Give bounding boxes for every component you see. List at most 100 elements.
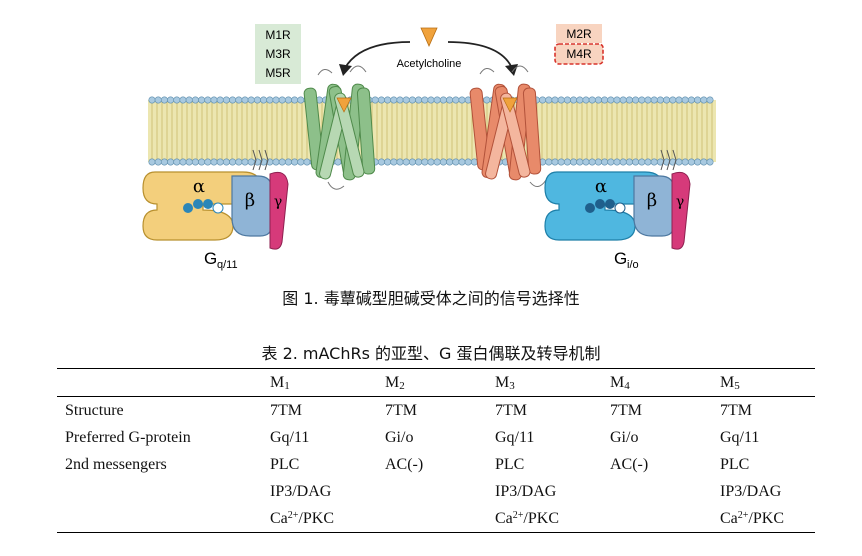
lipid-head [260, 96, 268, 104]
lipid-head [396, 96, 404, 104]
lipid-head [297, 158, 305, 166]
table-cell: Ca2+/PKC [720, 509, 784, 527]
table-cell [385, 478, 495, 505]
lipid-head [408, 96, 416, 104]
right-g-protein: α β γ G i/o [544, 149, 691, 271]
lipid-head [272, 158, 280, 166]
lipid-head [247, 96, 255, 104]
lipid-head [402, 158, 410, 166]
figure-caption: 图 1. 毒蕈碱型胆碱受体之间的信号选择性 [282, 289, 580, 308]
lipid-head [291, 96, 299, 104]
lipid-head [297, 96, 305, 104]
lipid-head [148, 158, 156, 166]
row-label: Structure [65, 401, 124, 419]
lipid-head [390, 158, 398, 166]
table-cell: IP3/DAG [495, 482, 557, 500]
lipid-head [694, 96, 702, 104]
lipid-head [427, 158, 435, 166]
left-g-protein: α β γ G q/11 [142, 149, 289, 271]
lipid-head [644, 96, 652, 104]
cell-membrane [148, 96, 716, 166]
gdp-node [614, 202, 626, 214]
table-cell: IP3/DAG [720, 482, 782, 500]
lipid-head [179, 96, 187, 104]
gamma-subunit-label: γ [274, 194, 282, 210]
lipid-head [545, 158, 553, 166]
lipid-head [563, 96, 571, 104]
lipid-head [402, 96, 410, 104]
lipid-head [650, 158, 658, 166]
lipid-head [656, 96, 664, 104]
lipid-head [408, 158, 416, 166]
lipid-head [638, 158, 646, 166]
lipid-head [185, 96, 193, 104]
lipid-head [458, 158, 466, 166]
table-row: Preferred G-protein Gq/11 Gi/o Gq/11 Gi/… [57, 424, 815, 451]
lipid-head [687, 158, 695, 166]
lipid-head [433, 158, 441, 166]
lipid-head [613, 96, 621, 104]
lipid-head [167, 96, 175, 104]
gdp-node [183, 203, 193, 213]
row-label [57, 505, 270, 533]
lipid-head [594, 96, 602, 104]
lipid-head [464, 158, 472, 166]
row-label: Preferred G-protein [65, 428, 191, 446]
lipid-head [167, 158, 175, 166]
lipid-head [291, 158, 299, 166]
lipid-head [663, 96, 671, 104]
lipid-head [154, 158, 162, 166]
lipid-head [266, 96, 274, 104]
lipid-head [235, 96, 243, 104]
lipid-head [384, 96, 392, 104]
lipid-head [675, 158, 683, 166]
lipid-head [439, 158, 447, 166]
lipid-head [390, 96, 398, 104]
lipid-head [625, 96, 633, 104]
lipid-head [638, 96, 646, 104]
lipid-head [204, 96, 212, 104]
lipid-head [433, 96, 441, 104]
lipid-head [681, 158, 689, 166]
lipid-head [706, 96, 714, 104]
lipid-head [284, 158, 292, 166]
lipid-head [576, 96, 584, 104]
table-cell: Ca2+/PKC [270, 509, 334, 527]
alpha-subunit-label: α [595, 176, 607, 197]
beta-subunit-label: β [245, 190, 255, 211]
header-cell-empty [57, 369, 270, 397]
table-cell: 7TM [270, 401, 302, 419]
lipid-head [601, 158, 609, 166]
ligand-label: Acetylcholine [397, 58, 462, 70]
lipid-head [483, 96, 491, 104]
table-cell: 7TM [385, 401, 417, 419]
table-cell [385, 505, 495, 533]
lipid-head [625, 158, 633, 166]
lipid-head [415, 96, 423, 104]
lipid-head [694, 158, 702, 166]
lipid-head [706, 158, 714, 166]
table-cell: Gq/11 [270, 428, 310, 446]
lipid-head [700, 96, 708, 104]
header-cell-m4: M4 [610, 373, 630, 392]
arrow-to-right-receptor [447, 41, 513, 69]
right-receptor-label: M2R [566, 27, 592, 41]
table-cell: Gi/o [385, 428, 414, 446]
lipid-head [303, 158, 311, 166]
lipid-head [247, 158, 255, 166]
lipid-head [229, 158, 237, 166]
lipid-head [582, 96, 590, 104]
lipid-head [588, 158, 596, 166]
lipid-head [241, 96, 249, 104]
lipid-head [669, 96, 677, 104]
lipid-head [160, 158, 168, 166]
lipid-head [235, 158, 243, 166]
lipid-head [216, 96, 224, 104]
lipid-head [557, 96, 565, 104]
lipid-head [421, 158, 429, 166]
table-row: 2nd messengers PLC AC(-) PLC AC(-) PLC [57, 451, 815, 478]
lipid-head [278, 96, 286, 104]
left-receptor-7tm [303, 65, 376, 190]
lipid-head [278, 158, 286, 166]
row-label: 2nd messengers [65, 455, 167, 473]
